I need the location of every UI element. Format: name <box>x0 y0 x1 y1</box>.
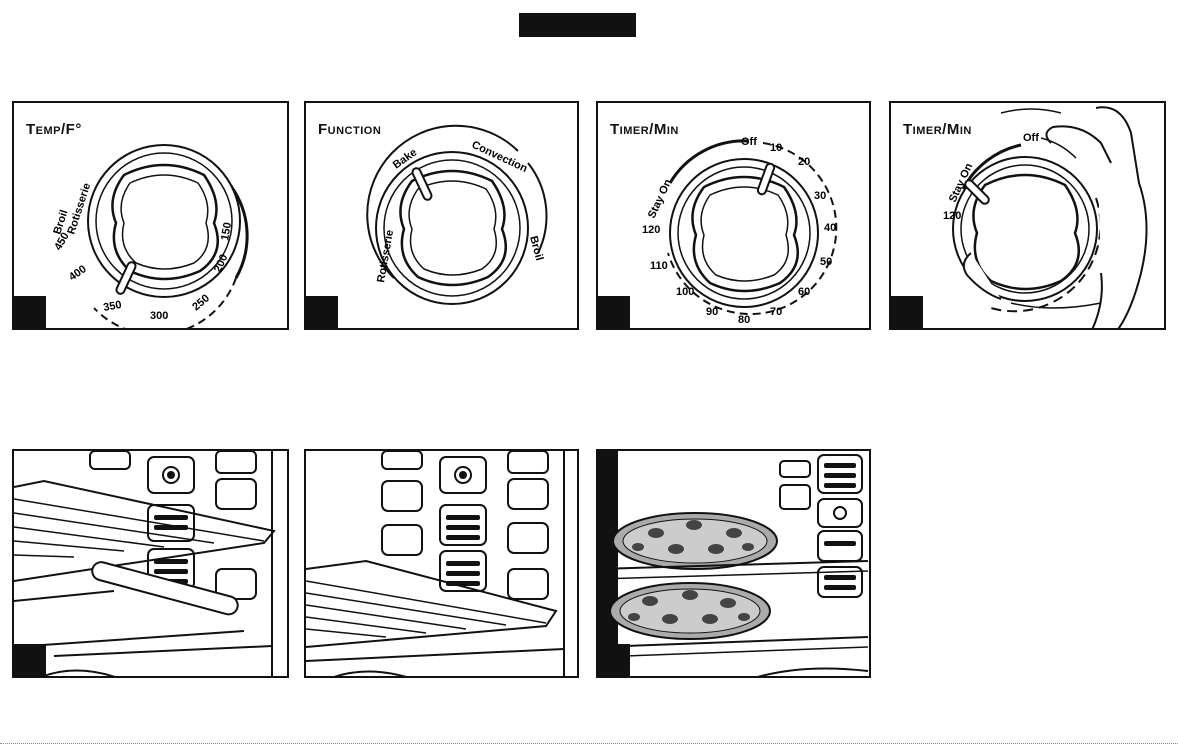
oven-pizza-illustration <box>598 451 871 678</box>
timer-hand-illustration: Off Stay On 120 <box>891 103 1166 330</box>
timer-hand-label-off: Off <box>1023 132 1039 144</box>
step-badge <box>891 296 923 328</box>
oven-rack-lower-illustration <box>306 451 579 678</box>
step-badge <box>14 644 46 676</box>
timer-label-40: 40 <box>824 222 836 234</box>
function-dial-illustration: Bake Convection Rotisserie Broil <box>306 103 579 330</box>
temp-dial-panel: Temp/F° Broil Rotisserie 450 400 350 300… <box>12 101 289 330</box>
step-badge <box>598 296 630 328</box>
temp-label-250: 250 <box>190 292 212 313</box>
page-bottom-border <box>0 743 1178 744</box>
oven-rack-upper-illustration <box>14 451 289 678</box>
temp-label-350: 350 <box>102 299 122 314</box>
timer-label-110: 110 <box>650 260 668 272</box>
timer-label-90: 90 <box>706 306 718 318</box>
section-header-bar <box>519 13 636 37</box>
temp-label-300: 300 <box>150 310 168 322</box>
timer-label-60: 60 <box>798 286 810 298</box>
temp-dial-illustration: Broil Rotisserie 450 400 350 300 250 200… <box>14 103 289 330</box>
timer-label-off: Off <box>741 136 757 148</box>
timer-label-120: 120 <box>642 224 660 236</box>
timer-label-10: 10 <box>770 142 782 154</box>
oven-rack-lower-panel <box>304 449 579 678</box>
timer-label-30: 30 <box>814 190 826 202</box>
step-badge <box>598 644 630 676</box>
step-badge <box>14 296 46 328</box>
oven-pizza-panel <box>596 449 871 678</box>
timer-dial-panel: Timer/Min Off 10 20 30 40 50 60 70 80 90… <box>596 101 871 330</box>
timer-label-50: 50 <box>820 256 832 268</box>
function-dial-panel: Function Bake Convection Rotisserie Broi… <box>304 101 579 330</box>
timer-label-stay-on: Stay On <box>646 177 675 220</box>
timer-label-70: 70 <box>770 306 782 318</box>
timer-hand-panel: Timer/Min Off Stay On 120 <box>889 101 1166 330</box>
timer-label-100: 100 <box>676 286 694 298</box>
timer-dial-illustration: Off 10 20 30 40 50 60 70 80 90 100 110 1… <box>598 103 871 330</box>
timer-label-20: 20 <box>798 156 810 168</box>
timer-label-80: 80 <box>738 314 750 326</box>
oven-rack-upper-panel <box>12 449 289 678</box>
temp-label-400: 400 <box>67 263 89 283</box>
step-badge <box>306 296 338 328</box>
timer-hand-label-120: 120 <box>943 210 961 222</box>
